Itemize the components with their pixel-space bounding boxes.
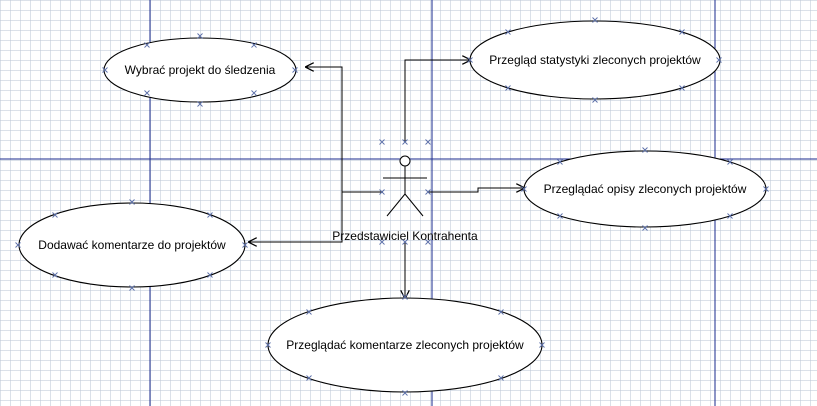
- selection-handle[interactable]: [52, 212, 58, 218]
- selection-handle[interactable]: [144, 90, 150, 96]
- use-case-label: Dodawać komentarze do projektów: [38, 238, 226, 252]
- selection-handle[interactable]: [679, 29, 685, 35]
- actor-leg-right: [404, 193, 424, 217]
- selection-handle[interactable]: [129, 199, 135, 205]
- use-case-label: Wybrać projekt do śledzenia: [125, 63, 276, 77]
- use-case-statystyki[interactable]: Przegląd statystyki zleconych projektów: [469, 20, 721, 100]
- selection-handle[interactable]: [498, 375, 504, 381]
- selection-handle[interactable]: [292, 67, 298, 73]
- selection-handle[interactable]: [379, 239, 385, 245]
- selection-handle[interactable]: [467, 57, 473, 63]
- selection-handle[interactable]: [379, 139, 385, 145]
- selection-handle[interactable]: [592, 97, 598, 103]
- selection-handle[interactable]: [144, 42, 150, 48]
- selection-handle[interactable]: [379, 189, 385, 195]
- selection-handle[interactable]: [727, 159, 733, 165]
- connector-actor-to-wybrac[interactable]: [306, 67, 383, 193]
- selection-handle[interactable]: [727, 213, 733, 219]
- use-case-label: Przeglądać opisy zleconych projektów: [544, 182, 747, 196]
- connectors: [249, 60, 524, 298]
- selection-handle[interactable]: [425, 139, 431, 145]
- selection-handle[interactable]: [679, 85, 685, 91]
- selection-handle[interactable]: [642, 147, 648, 153]
- selection-handle[interactable]: [197, 101, 203, 107]
- selection-handle[interactable]: [207, 212, 213, 218]
- selection-handle[interactable]: [402, 294, 408, 300]
- selection-handle[interactable]: [102, 67, 108, 73]
- selection-handle[interactable]: [425, 239, 431, 245]
- use-case-dodawac[interactable]: Dodawać komentarze do projektów: [18, 202, 246, 288]
- selection-handle[interactable]: [557, 213, 563, 219]
- connector-actor-to-statystyki[interactable]: [404, 60, 470, 142]
- actor-leg-left: [386, 193, 406, 217]
- selection-handle[interactable]: [306, 309, 312, 315]
- use-case-opisy[interactable]: Przeglądać opisy zleconych projektów: [523, 150, 767, 228]
- selection-handle[interactable]: [402, 390, 408, 396]
- actor-przedstawiciel[interactable]: Przedstawiciel Kontrahenta: [332, 155, 478, 243]
- selection-handle[interactable]: [505, 85, 511, 91]
- connector-actor-to-dodawac[interactable]: [249, 191, 383, 242]
- selection-handle[interactable]: [15, 242, 21, 248]
- actor-label: Przedstawiciel Kontrahenta: [332, 229, 478, 243]
- selection-handle[interactable]: [402, 239, 408, 245]
- actor-head: [399, 155, 411, 167]
- selection-handle[interactable]: [265, 342, 271, 348]
- selection-handle[interactable]: [539, 342, 545, 348]
- selection-handle[interactable]: [306, 375, 312, 381]
- use-case-wybrac[interactable]: Wybrać projekt do śledzenia: [103, 37, 297, 103]
- selection-handle[interactable]: [425, 189, 431, 195]
- selection-handle[interactable]: [251, 90, 257, 96]
- selection-handle[interactable]: [402, 139, 408, 145]
- selection-handle[interactable]: [129, 285, 135, 291]
- selection-handle[interactable]: [498, 309, 504, 315]
- use-case-label: Przegląd statystyki zleconych projektów: [489, 53, 701, 67]
- selection-handle[interactable]: [521, 186, 527, 192]
- connector-actor-to-opisy[interactable]: [428, 188, 524, 193]
- selection-handle[interactable]: [52, 272, 58, 278]
- selection-handle[interactable]: [716, 57, 722, 63]
- selection-handle[interactable]: [207, 272, 213, 278]
- selection-handle[interactable]: [763, 186, 769, 192]
- use-case-label: Przeglądać komentarze zleconych projektó…: [286, 338, 524, 352]
- selection-handle[interactable]: [242, 242, 248, 248]
- selection-handle[interactable]: [505, 29, 511, 35]
- selection-handle[interactable]: [197, 33, 203, 39]
- selection-handle[interactable]: [642, 225, 648, 231]
- use-case-komentarze[interactable]: Przeglądać komentarze zleconych projektó…: [267, 297, 543, 393]
- selection-handles: [15, 17, 769, 396]
- selection-handle[interactable]: [592, 17, 598, 23]
- selection-handle[interactable]: [557, 159, 563, 165]
- selection-handle[interactable]: [251, 42, 257, 48]
